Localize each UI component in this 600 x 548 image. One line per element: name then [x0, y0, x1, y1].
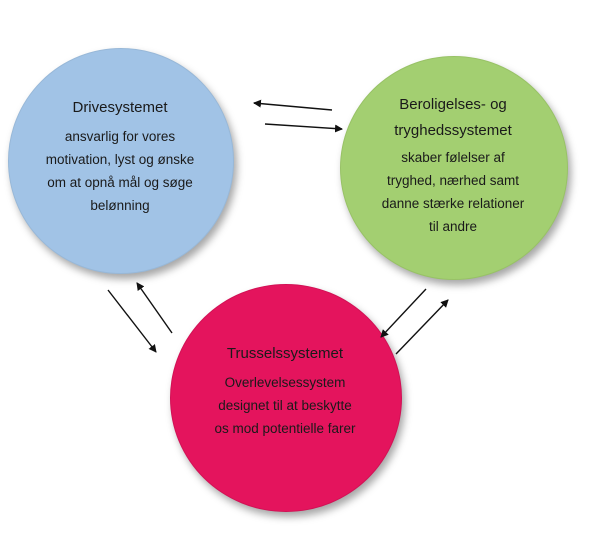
soothing-system-title: Beroligelses- og tryghedssystemet	[394, 96, 512, 139]
arrow-drive-to-threat	[107, 289, 157, 353]
arrow-soothing-to-threat	[380, 288, 427, 338]
drive-system-description: ansvarlig for vores motivation, lyst og …	[45, 129, 195, 213]
arrow-threat-to-soothing	[395, 299, 449, 355]
threat-system-circle	[170, 284, 402, 512]
arrow-threat-to-drive	[136, 282, 173, 334]
arrow-soothing-to-drive	[253, 99, 333, 111]
soothing-system-description: skaber følelser af tryghed, nærhed samt …	[381, 150, 525, 234]
soothing-system-circle	[340, 56, 568, 280]
threat-system-title: Trusselssystemet	[226, 345, 344, 362]
threat-system-description: Overlevelsessystem designet til at besky…	[214, 375, 356, 436]
drive-system-circle	[8, 48, 234, 274]
arrow-drive-to-soothing	[264, 123, 343, 133]
drive-system-title: Drivesystemet	[72, 99, 168, 116]
